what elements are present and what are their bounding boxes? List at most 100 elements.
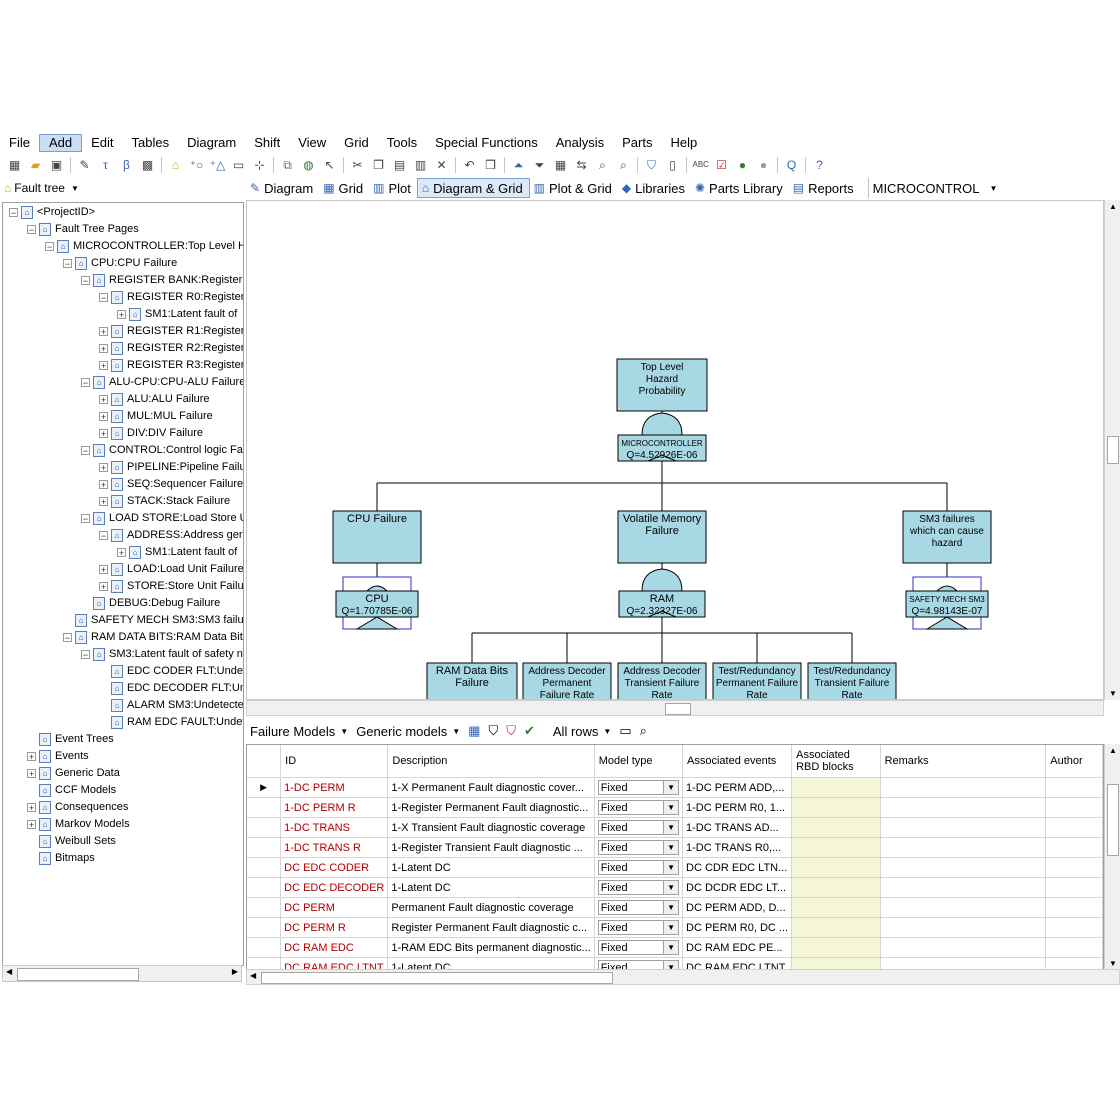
expand-icon[interactable]: + (99, 582, 108, 592)
help-icon[interactable]: ? (816, 158, 823, 172)
expand-icon[interactable]: + (99, 480, 108, 490)
copy-icon[interactable]: ❐ (373, 158, 384, 172)
cell-description[interactable]: 1-Register Permanent Fault diagnostic... (387, 797, 595, 818)
cell-id[interactable]: DC EDC DECODER (280, 877, 389, 898)
chevron-down-icon[interactable]: ▼ (663, 801, 679, 814)
cell-description[interactable]: Permanent Fault diagnostic coverage (387, 897, 595, 918)
tree-item[interactable]: ⌂SAFETY MECH SM3:SM3 failure (63, 612, 243, 629)
collapse-icon[interactable]: − (81, 650, 90, 660)
row-selector[interactable]: ▶ (247, 777, 282, 798)
tab-plot-grid[interactable]: ▥Plot & Grid (530, 178, 618, 198)
grid-horizontal-scrollbar[interactable]: ◀ (246, 969, 1120, 985)
cell-remarks[interactable] (880, 937, 1047, 958)
tree-item[interactable]: −⌂<ProjectID> (9, 204, 95, 221)
project-tree[interactable]: −⌂<ProjectID>−⌂Fault Tree Pages−⌂MICROCO… (2, 202, 244, 966)
tree-item[interactable]: +⌂REGISTER R2:Register I (99, 340, 243, 357)
row-selector[interactable] (247, 897, 282, 918)
transfer-triangle-icon[interactable] (925, 616, 969, 630)
tree-type-dropdown[interactable]: ⌂ Fault tree ▼ (4, 179, 79, 197)
cell-model-type[interactable]: Fixed▼ (594, 817, 684, 838)
find-icon[interactable]: ⌕ (599, 158, 606, 172)
model-type-select[interactable]: Fixed▼ (597, 940, 680, 955)
scroll-left-icon[interactable]: ◀ (250, 971, 257, 980)
menu-analysis[interactable]: Analysis (555, 135, 605, 150)
tab-reports[interactable]: ▤Reports (789, 178, 860, 198)
tree-item[interactable]: +⌂REGISTER R3:Register I (99, 357, 243, 374)
cell-id[interactable]: DC EDC CODER (280, 857, 389, 878)
event-description-box[interactable] (617, 662, 707, 699)
open-folder-icon[interactable]: ▰ (30, 158, 41, 172)
cell-associated-rbd-blocks[interactable] (791, 817, 881, 838)
collapse-icon[interactable]: − (81, 378, 90, 388)
grid-vertical-scrollbar[interactable]: ▲ ▼ (1104, 744, 1120, 970)
tree-item[interactable]: ⌂EDC CODER FLT:Undete (99, 663, 243, 680)
cell-associated-rbd-blocks[interactable] (791, 897, 881, 918)
event-description-box[interactable] (807, 662, 897, 699)
transfer-triangle-icon[interactable] (355, 616, 399, 630)
collapse-icon[interactable]: − (81, 514, 90, 524)
filter-icon[interactable]: ⛉ (488, 723, 499, 738)
cell-description[interactable]: 1-X Transient Fault diagnostic coverage (387, 817, 595, 838)
tree-item[interactable]: −⌂REGISTER R0:Register I (99, 289, 243, 306)
tree-item[interactable]: +⌂SM1:Latent fault of (117, 306, 237, 323)
menu-tools[interactable]: Tools (386, 135, 418, 150)
row-selector[interactable] (247, 937, 282, 958)
pointer-icon[interactable]: ↖ (324, 158, 335, 172)
scroll-thumb[interactable] (1107, 784, 1119, 856)
expand-icon[interactable]: + (117, 310, 126, 320)
expand-icon[interactable]: + (99, 412, 108, 422)
collapse-icon[interactable]: − (27, 225, 36, 235)
gate-label-box[interactable] (905, 590, 989, 618)
page-selector-dropdown[interactable]: MICROCONTROL▼ (867, 178, 1004, 198)
tree-item[interactable]: ⌂CCF Models (27, 782, 116, 799)
tree-item[interactable]: −⌂REGISTER BANK:Register B (81, 272, 243, 289)
add-transfer-icon[interactable]: ⁺△ (209, 158, 226, 172)
cell-id[interactable]: DC RAM EDC (280, 937, 389, 958)
collapse-icon[interactable]: − (63, 633, 72, 643)
chevron-down-icon[interactable]: ▼ (663, 961, 679, 969)
add-text-icon[interactable]: ▭ (232, 158, 245, 172)
row-selector[interactable] (247, 797, 282, 818)
collapse-icon[interactable]: − (81, 276, 90, 286)
cell-author[interactable] (1045, 817, 1103, 838)
swap-icon[interactable]: ⇆ (576, 158, 587, 172)
chevron-down-icon[interactable]: ▼ (663, 781, 679, 794)
scroll-down-icon[interactable]: ▼ (1109, 689, 1117, 698)
beta-icon[interactable]: β (123, 158, 130, 172)
cell-description[interactable]: 1-X Permanent Fault diagnostic cover... (387, 777, 595, 798)
grid-export-icon[interactable]: ▦ (468, 723, 481, 738)
cell-id[interactable]: 1-DC PERM (280, 777, 389, 798)
move-down-icon[interactable]: ⏷ (534, 158, 545, 172)
cell-associated-events[interactable]: DC RAM EDC PE... (682, 937, 793, 958)
expand-icon[interactable]: + (99, 497, 108, 507)
scroll-right-icon[interactable]: ▶ (231, 967, 238, 976)
failure-models-dropdown[interactable]: Failure Models▼ (250, 724, 348, 739)
move-up-icon[interactable]: ⏶ (513, 158, 524, 172)
cell-description[interactable]: 1-Latent DC (387, 957, 595, 969)
expand-icon[interactable]: + (99, 395, 108, 405)
model-type-select[interactable]: Fixed▼ (597, 900, 680, 915)
tree-item[interactable]: ⌂DEBUG:Debug Failure (81, 595, 220, 612)
row-selector[interactable] (247, 957, 282, 969)
checklist-icon[interactable]: ☑ (716, 158, 727, 172)
model-type-select[interactable]: Fixed▼ (597, 840, 680, 855)
or-gate-symbol[interactable] (641, 568, 683, 592)
tree-item[interactable]: +⌂PIPELINE:Pipeline Failure (99, 459, 243, 476)
event-description-box[interactable] (522, 662, 612, 699)
cell-author[interactable] (1045, 797, 1103, 818)
cell-description[interactable]: 1-Latent DC (387, 877, 595, 898)
tree-item[interactable]: +⌂STORE:Store Unit Failur (99, 578, 243, 595)
cell-model-type[interactable]: Fixed▼ (594, 777, 684, 798)
expand-icon[interactable]: + (99, 429, 108, 439)
expand-icon[interactable]: + (99, 565, 108, 575)
cell-associated-rbd-blocks[interactable] (791, 797, 881, 818)
chevron-down-icon[interactable]: ▼ (663, 941, 679, 954)
expand-icon[interactable]: + (99, 361, 108, 371)
expand-icon[interactable]: + (99, 327, 108, 337)
collapse-icon[interactable]: − (9, 208, 18, 218)
cell-associated-rbd-blocks[interactable] (791, 857, 881, 878)
add-gate-icon[interactable]: ⌂ (171, 158, 180, 172)
